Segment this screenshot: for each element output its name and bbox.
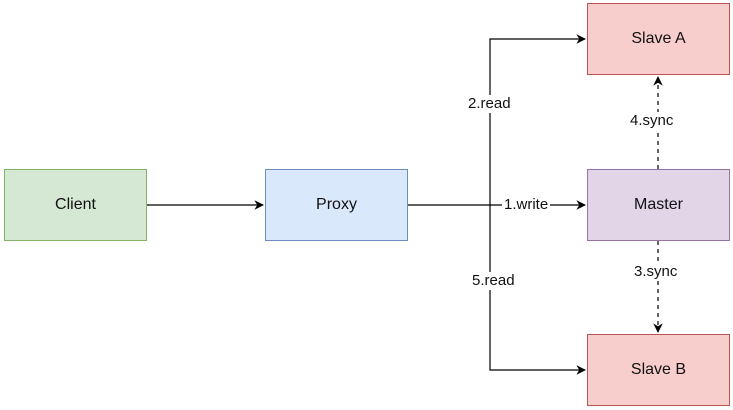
master-node: Master: [587, 169, 730, 241]
edge-label-sync-slave-a: 4.sync: [628, 112, 676, 130]
proxy-label: Proxy: [316, 196, 357, 213]
client-node: Client: [4, 169, 147, 241]
edge-proxy-to-slave-a: [489, 34, 586, 205]
slave-a-label: Slave A: [631, 30, 686, 47]
master-label: Master: [634, 196, 683, 213]
proxy-node: Proxy: [265, 169, 408, 241]
edge-label-read-slave-a: 2.read: [466, 95, 513, 113]
edge-label-write-master: 1.write: [502, 196, 551, 214]
slave-a-node: Slave A: [587, 3, 730, 75]
edge-proxy-to-slave-b: [489, 205, 586, 375]
slave-b-label: Slave B: [630, 361, 687, 378]
slave-b-node: Slave B: [587, 334, 730, 406]
edge-label-sync-slave-b: 3.sync: [632, 263, 680, 281]
edge-label-read-slave-b: 5.read: [470, 272, 517, 290]
client-label: Client: [55, 196, 96, 213]
